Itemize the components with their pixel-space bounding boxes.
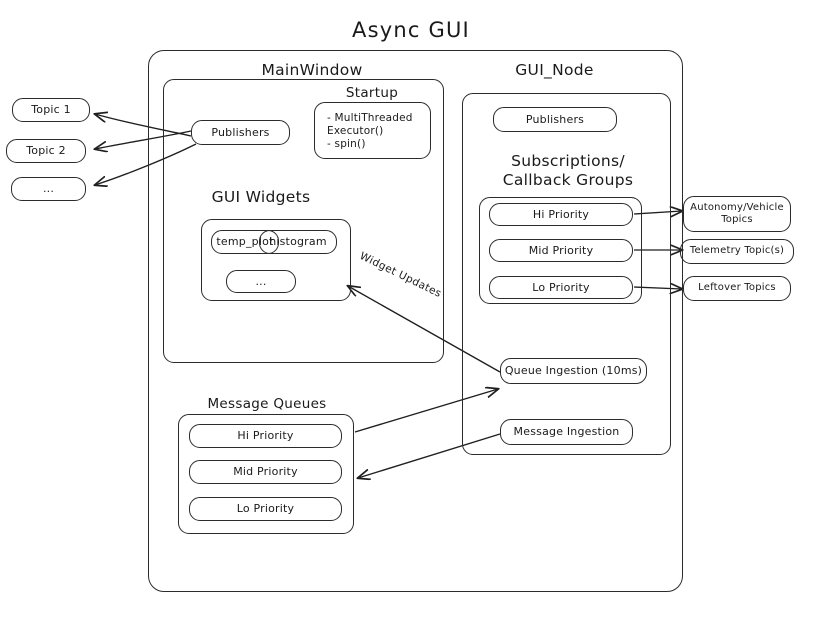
- queue-ingestion-box[interactable]: Queue Ingestion (10ms): [500, 358, 647, 384]
- gui-node-container: [462, 93, 671, 455]
- external-topic-2[interactable]: Topic 2: [6, 139, 86, 163]
- arrow-lo-priority-to-leftover-topics: [633, 287, 682, 289]
- right-topic-autonomy-vehicle[interactable]: Autonomy/Vehicle Topics: [683, 196, 791, 232]
- arrow-message-queues-to-queue-ingestion: [354, 389, 498, 433]
- arrow-widget-updates: [348, 286, 501, 373]
- callback-group-mid-priority[interactable]: Mid Priority: [489, 239, 633, 262]
- message-ingestion-box[interactable]: Message Ingestion: [500, 419, 633, 445]
- main-window-container: [163, 79, 444, 363]
- message-queues-container: [178, 414, 354, 534]
- gui-node-publishers[interactable]: Publishers: [493, 107, 617, 132]
- main-window-title: MainWindow: [261, 61, 363, 79]
- callback-group-hi-priority[interactable]: Hi Priority: [489, 203, 633, 226]
- callback-groups-container: [479, 197, 642, 304]
- gui-widgets-title: GUI Widgets: [211, 188, 311, 206]
- gui-node-title: GUI_Node: [515, 61, 594, 79]
- external-topic-etc[interactable]: ...: [11, 177, 86, 201]
- arrow-publishers-to-topic-etc: [95, 143, 197, 185]
- gui-widgets-container: [201, 219, 351, 301]
- arrow-hi-priority-to-autonomy-topics: [633, 211, 682, 214]
- main-window-publishers[interactable]: Publishers: [191, 120, 290, 145]
- widget-histogram[interactable]: histogram: [259, 230, 337, 254]
- app-container: [148, 50, 683, 592]
- page-title: Async GUI: [352, 18, 470, 42]
- startup-box: - MultiThreaded Executor() - spin(): [314, 102, 431, 159]
- callback-group-lo-priority[interactable]: Lo Priority: [489, 276, 633, 299]
- widget-etc[interactable]: ...: [226, 270, 296, 293]
- subscriptions-title: Subscriptions/ Callback Groups: [502, 152, 634, 189]
- message-queue-mid-priority[interactable]: Mid Priority: [189, 460, 342, 484]
- message-queues-title: Message Queues: [207, 396, 327, 412]
- message-queue-lo-priority[interactable]: Lo Priority: [189, 497, 342, 521]
- startup-title: Startup: [345, 85, 399, 101]
- message-queue-hi-priority[interactable]: Hi Priority: [189, 424, 342, 448]
- right-topic-telemetry[interactable]: Telemetry Topic(s): [680, 239, 794, 264]
- external-topic-1[interactable]: Topic 1: [12, 98, 90, 122]
- arrow-message-ingestion-to-message-queues: [358, 433, 501, 478]
- arrow-publishers-to-topic2: [95, 130, 192, 149]
- right-topic-leftover[interactable]: Leftover Topics: [683, 276, 791, 301]
